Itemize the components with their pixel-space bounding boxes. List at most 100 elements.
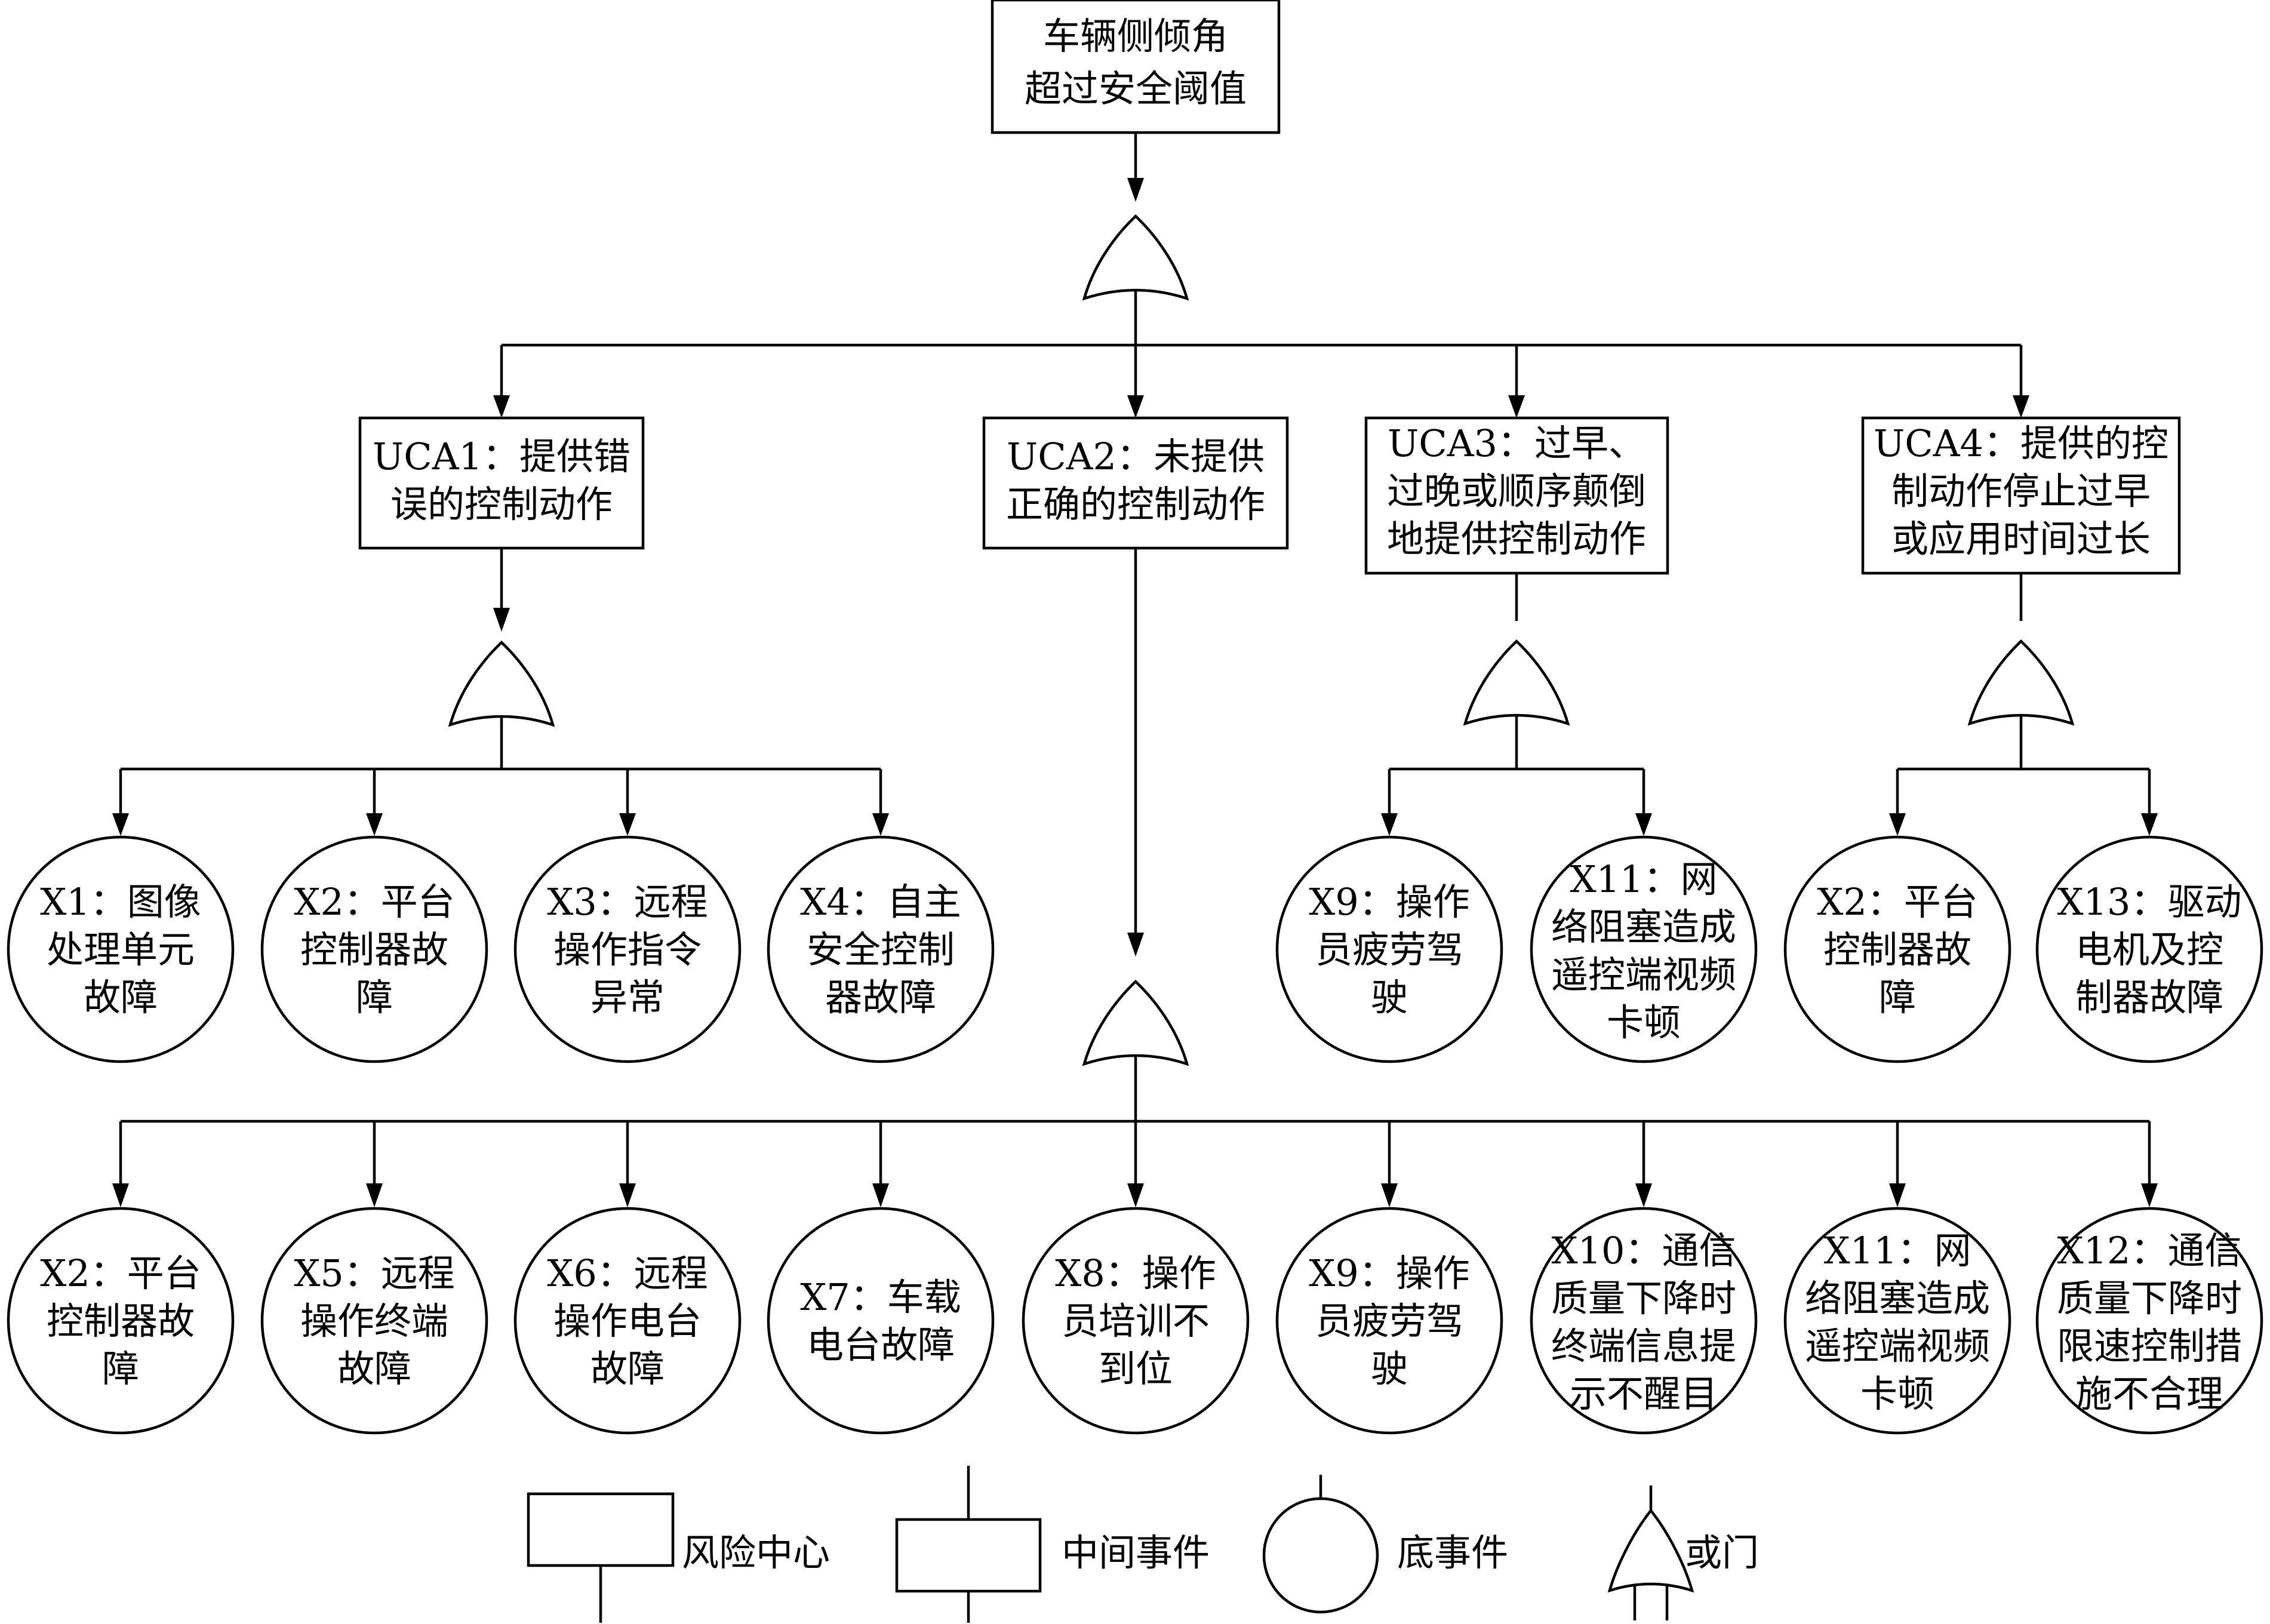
x2a-line-1: X2：平台 <box>294 880 455 924</box>
x5-line-3: 故障 <box>337 1347 411 1391</box>
x2c-line-2: 控制器故 <box>47 1299 195 1343</box>
uca2-line-1: UCA2：未提供 <box>1007 435 1265 478</box>
basic-event-x13: X13：驱动 电机及控 制器故障 <box>2035 835 2263 1063</box>
x3-line-3: 异常 <box>590 976 665 1019</box>
intermediate-event-uca3: UCA3：过早、 过晚或顺序颠倒 地提供控制动作 <box>1364 416 1669 575</box>
x11a-line-3: 遥控端视频 <box>1551 953 1736 996</box>
x6-line-2: 操作电台 <box>553 1299 702 1343</box>
x7-line-1: X7：车载 <box>800 1275 961 1319</box>
intermediate-event-uca2: UCA2：未提供 正确的控制动作 <box>982 416 1289 550</box>
x9a-line-3: 驶 <box>1371 976 1408 1019</box>
x11a-line-2: 络阻塞造成 <box>1551 905 1736 949</box>
x11a-line-4: 卡顿 <box>1607 1001 1681 1044</box>
x8-line-1: X8：操作 <box>1055 1251 1216 1295</box>
x2b-line-1: X2：平台 <box>1817 880 1978 924</box>
basic-event-x11-uca3: X11：网 络阻塞造成 遥控端视频 卡顿 <box>1530 835 1758 1063</box>
x12-line-3: 限速控制措 <box>2057 1324 2242 1368</box>
x2a-line-2: 控制器故 <box>300 928 448 971</box>
top-event-line-2: 超过安全阈值 <box>1025 67 1247 110</box>
uca4-line-1: UCA4：提供的控 <box>1874 422 2169 465</box>
uca3-line-1: UCA3：过早、 <box>1388 422 1645 465</box>
x7-line-2: 电台故障 <box>807 1323 955 1367</box>
basic-event-x2-uca1: X2：平台 控制器故 障 <box>260 835 488 1063</box>
x9a-line-1: X9：操作 <box>1309 880 1470 924</box>
x3-line-1: X3：远程 <box>547 880 708 924</box>
x12-line-2: 质量下降时 <box>2057 1277 2242 1320</box>
basic-event-x11-uca2: X11：网 络阻塞造成 遥控端视频 卡顿 <box>1783 1207 2011 1435</box>
uca2-line-2: 正确的控制动作 <box>1006 482 1265 526</box>
uca1-line-1: UCA1：提供错 <box>373 435 630 478</box>
x9a-line-2: 员疲劳驾 <box>1315 928 1463 971</box>
top-event-line-1: 车辆侧倾角 <box>1043 14 1228 58</box>
x10-line-4: 示不醒目 <box>1570 1372 1718 1416</box>
basic-event-x2-uca2: X2：平台 控制器故 障 <box>7 1207 235 1435</box>
basic-event-x6: X6：远程 操作电台 故障 <box>513 1207 742 1435</box>
x5-line-1: X5：远程 <box>294 1251 455 1295</box>
uca3-line-2: 过晚或顺序颠倒 <box>1387 469 1646 513</box>
x4-line-2: 安全控制 <box>807 928 955 971</box>
intermediate-event-uca4: UCA4：提供的控 制动作停止过早 或应用时间过长 <box>1861 416 2181 575</box>
x9b-line-2: 员疲劳驾 <box>1315 1299 1463 1343</box>
intermediate-event-uca1: UCA1：提供错 误的控制动作 <box>358 416 645 550</box>
or-gate-uca3 <box>1465 641 1568 724</box>
x13-line-1: X13：驱动 <box>2057 880 2241 924</box>
basic-event-x2-uca4: X2：平台 控制器故 障 <box>1783 835 2011 1063</box>
legend: 风险中心 中间事件 底事件 或门 <box>527 1466 1759 1623</box>
x4-line-1: X4：自主 <box>800 880 961 924</box>
x4-line-3: 器故障 <box>825 976 936 1019</box>
or-gate-top <box>1084 216 1187 299</box>
x1-line-3: 故障 <box>84 976 158 1019</box>
x10-line-1: X10：通信 <box>1551 1229 1736 1272</box>
or-gate-uca1 <box>450 642 553 725</box>
x5-line-2: 操作终端 <box>300 1299 448 1343</box>
x2b-line-2: 控制器故 <box>1823 928 1971 971</box>
basic-event-x9-uca3: X9：操作 员疲劳驾 驶 <box>1275 835 1503 1063</box>
x10-line-2: 质量下降时 <box>1551 1277 1736 1320</box>
basic-event-x7: X7：车载 电台故障 <box>767 1207 995 1435</box>
basic-event-x1: X1：图像 处理单元 故障 <box>7 835 235 1063</box>
basic-event-x3: X3：远程 操作指令 异常 <box>513 835 742 1063</box>
x6-line-3: 故障 <box>590 1347 665 1391</box>
uca4-line-3: 或应用时间过长 <box>1891 517 2151 561</box>
basic-event-x10: X10：通信 质量下降时 终端信息提 示不醒目 <box>1530 1207 1758 1435</box>
top-event: 车辆侧倾角 超过安全阈值 <box>991 0 1281 134</box>
x13-line-2: 电机及控 <box>2075 928 2223 971</box>
basic-event-x8: X8：操作 员培训不 到位 <box>1022 1207 1250 1435</box>
basic-event-x9-uca2: X9：操作 员疲劳驾 驶 <box>1275 1207 1503 1435</box>
x1-line-2: 处理单元 <box>47 928 195 971</box>
x1-line-1: X1：图像 <box>40 880 201 924</box>
x10-line-3: 终端信息提 <box>1551 1324 1736 1368</box>
or-gate-uca2 <box>1084 982 1187 1064</box>
legend-or-gate-label: 或门 <box>1685 1531 1759 1574</box>
x11b-line-2: 络阻塞造成 <box>1805 1277 1990 1320</box>
x2a-line-3: 障 <box>356 976 393 1019</box>
legend-basic-event-label: 底事件 <box>1397 1531 1508 1574</box>
x11b-line-4: 卡顿 <box>1860 1372 1934 1416</box>
x8-line-3: 到位 <box>1099 1347 1173 1391</box>
x2b-line-3: 障 <box>1879 976 1916 1019</box>
legend-intermediate-event-label: 中间事件 <box>1062 1531 1210 1574</box>
legend-or-gate: 或门 <box>1607 1485 1759 1620</box>
x11b-line-1: X11：网 <box>1823 1229 1971 1272</box>
x11b-line-3: 遥控端视频 <box>1805 1324 1990 1368</box>
x2c-line-1: X2：平台 <box>40 1251 201 1295</box>
legend-risk-center: 风险中心 <box>527 1492 830 1623</box>
uca4-line-2: 制动作停止过早 <box>1891 469 2151 513</box>
uca1-line-2: 误的控制动作 <box>390 482 613 526</box>
x11a-line-1: X11：网 <box>1570 857 1717 901</box>
basic-event-x4: X4：自主 安全控制 器故障 <box>767 835 995 1063</box>
basic-event-x12: X12：通信 质量下降时 限速控制措 施不合理 <box>2035 1207 2263 1435</box>
basic-event-x5: X5：远程 操作终端 故障 <box>260 1207 488 1435</box>
legend-risk-center-label: 风险中心 <box>682 1531 830 1574</box>
x2c-line-3: 障 <box>102 1347 139 1391</box>
x13-line-3: 制器故障 <box>2075 976 2223 1019</box>
legend-intermediate-event: 中间事件 <box>895 1466 1210 1623</box>
legend-basic-event: 底事件 <box>1262 1475 1508 1614</box>
uca3-line-3: 地提供控制动作 <box>1387 517 1646 561</box>
x12-line-4: 施不合理 <box>2075 1372 2223 1416</box>
x8-line-2: 员培训不 <box>1062 1299 1210 1343</box>
x9b-line-3: 驶 <box>1371 1347 1408 1391</box>
x9b-line-1: X9：操作 <box>1309 1251 1470 1295</box>
or-gate-uca4 <box>1970 641 2072 724</box>
